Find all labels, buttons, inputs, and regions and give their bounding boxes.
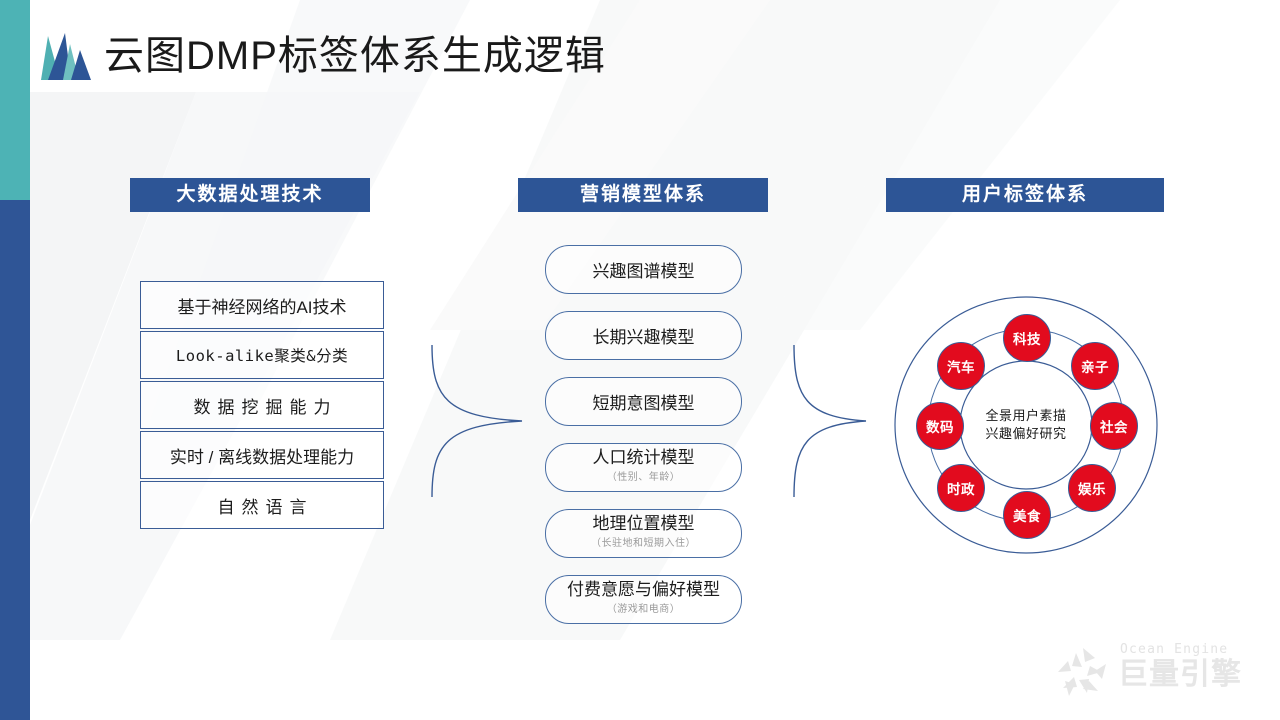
wheel-node-shuma[interactable]: 数码	[916, 402, 964, 450]
wheel-node-label: 娱乐	[1078, 482, 1106, 497]
brace-left-to-middle-icon	[431, 345, 523, 497]
wheel-center-label: 全景用户素描 兴趣偏好研究	[985, 407, 1066, 443]
list-item[interactable]: 基于神经网络的AI技术	[140, 281, 384, 329]
wheel-node-shizheng[interactable]: 时政	[937, 464, 985, 512]
wheel-center-line1: 全景用户素描	[985, 408, 1067, 423]
list-item-sublabel: （性别、年龄）	[606, 472, 681, 483]
slide-header: 云图DMP标签体系生成逻辑	[0, 0, 1280, 110]
list-item-label: 数据挖掘能力	[193, 397, 338, 417]
column-left: 大数据处理技术	[130, 178, 370, 212]
list-item-label: 短期意图模型	[592, 394, 695, 413]
wheel-node-label: 美食	[1013, 509, 1041, 524]
aperture-pinwheel-icon	[1058, 648, 1106, 696]
mountain-fan-logo-icon	[41, 33, 91, 80]
edge-accent-blue	[0, 200, 30, 720]
brace-middle-to-right-icon	[793, 345, 867, 497]
wheel-node-qiche[interactable]: 汽车	[937, 342, 985, 390]
list-item[interactable]: 短期意图模型	[545, 377, 742, 426]
edge-accent-teal	[0, 0, 30, 200]
list-item-label: 付费意愿与偏好模型	[567, 580, 720, 599]
list-item[interactable]: 付费意愿与偏好模型 （游戏和电商）	[545, 575, 742, 624]
wheel-node-qinzi[interactable]: 亲子	[1071, 342, 1119, 390]
list-item[interactable]: Look-alike聚类&分类	[140, 331, 384, 379]
list-item[interactable]: 地理位置模型 （长驻地和短期入住）	[545, 509, 742, 558]
list-item-sublabel: （长驻地和短期入住）	[591, 538, 696, 549]
wheel-node-shehui[interactable]: 社会	[1090, 402, 1138, 450]
list-item-label: 基于神经网络的AI技术	[177, 297, 347, 317]
column-middle-heading: 营销模型体系	[518, 178, 768, 212]
marketing-model-list: 兴趣图谱模型 长期兴趣模型 短期意图模型 人口统计模型 （性别、年龄） 地理位置…	[545, 245, 742, 641]
wheel-node-label: 数码	[926, 420, 954, 435]
column-left-heading: 大数据处理技术	[130, 178, 370, 212]
list-item[interactable]: 长期兴趣模型	[545, 311, 742, 360]
wheel-node-label: 汽车	[947, 360, 975, 375]
watermark: Ocean Engine 巨量引擎	[1054, 640, 1260, 702]
list-item-label: 实时 / 离线数据处理能力	[169, 447, 355, 467]
list-item[interactable]: 自然语言	[140, 481, 384, 529]
list-item[interactable]: 数据挖掘能力	[140, 381, 384, 429]
watermark-text-en: Ocean Engine	[1120, 642, 1229, 657]
list-item-label: 兴趣图谱模型	[592, 262, 695, 281]
wheel-node-label: 社会	[1100, 420, 1128, 435]
list-item[interactable]: 人口统计模型 （性别、年龄）	[545, 443, 742, 492]
column-right: 用户标签体系	[886, 178, 1164, 212]
list-item-label: Look-alike聚类&分类	[175, 347, 349, 365]
list-item-sublabel: （游戏和电商）	[606, 604, 681, 615]
list-item[interactable]: 实时 / 离线数据处理能力	[140, 431, 384, 479]
wheel-center-line2: 兴趣偏好研究	[985, 426, 1067, 441]
big-data-tech-list: 基于神经网络的AI技术 Look-alike聚类&分类 数据挖掘能力 实时 / …	[140, 281, 384, 531]
column-right-heading: 用户标签体系	[886, 178, 1164, 212]
watermark-text-cn: 巨量引擎	[1118, 658, 1242, 691]
list-item[interactable]: 兴趣图谱模型	[545, 245, 742, 294]
wheel-node-yule[interactable]: 娱乐	[1068, 464, 1116, 512]
wheel-node-meishi[interactable]: 美食	[1003, 491, 1051, 539]
user-tag-wheel: 全景用户素描 兴趣偏好研究 科技 亲子 社会 娱乐 美食 时政 数码 汽车	[892, 294, 1160, 556]
list-item-label: 长期兴趣模型	[592, 328, 695, 347]
wheel-node-label: 亲子	[1081, 360, 1109, 375]
list-item-label: 自然语言	[217, 497, 314, 517]
list-item-label: 地理位置模型	[592, 514, 695, 533]
page-title: 云图DMP标签体系生成逻辑	[104, 34, 606, 78]
wheel-node-keji[interactable]: 科技	[1003, 314, 1051, 362]
list-item-label: 人口统计模型	[592, 448, 695, 467]
wheel-node-label: 时政	[947, 482, 975, 497]
column-middle: 营销模型体系	[518, 178, 768, 212]
wheel-node-label: 科技	[1013, 332, 1041, 347]
